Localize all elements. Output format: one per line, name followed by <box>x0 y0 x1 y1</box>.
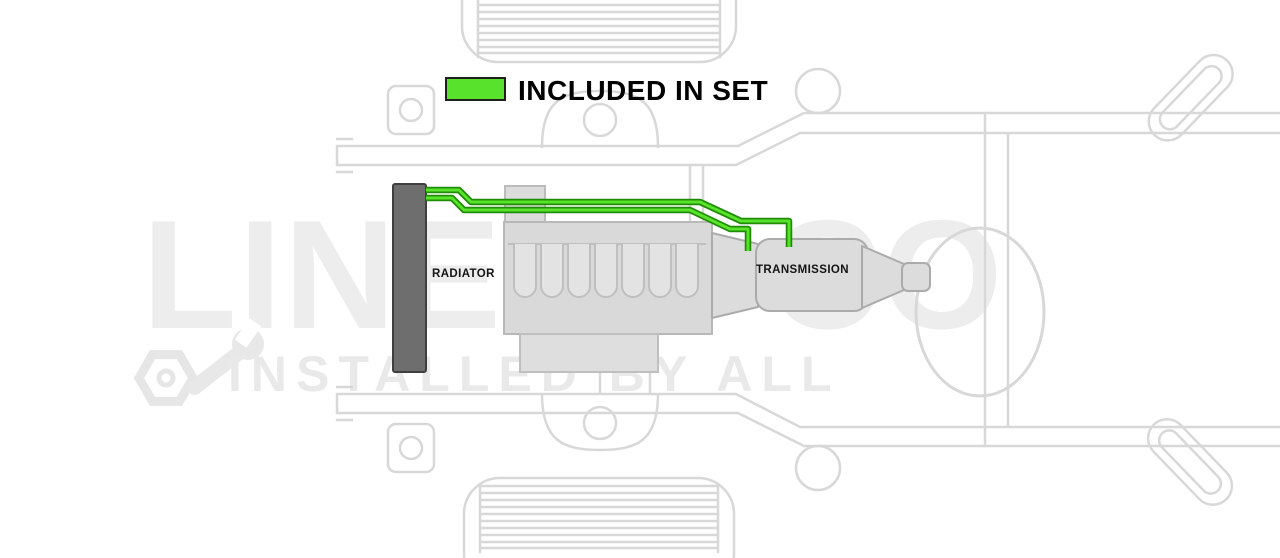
engine-cylinders <box>513 244 699 298</box>
tail-shaft <box>901 262 931 292</box>
legend-swatch <box>445 77 506 101</box>
transmission-label: TRANSMISSION <box>756 264 849 276</box>
bell-housing <box>711 232 759 319</box>
transmission <box>711 232 931 319</box>
radiator-label: RADIATOR <box>432 268 495 280</box>
frame-circle <box>914 226 1046 398</box>
tire-top <box>460 0 738 64</box>
wrench-icon <box>186 318 264 396</box>
chassis-frame <box>335 0 1280 558</box>
frame-rails <box>335 111 1280 448</box>
body-mount-ring-bottom <box>794 444 842 492</box>
spring-hanger-bottom <box>1146 418 1234 506</box>
spring-hanger-top <box>1147 53 1234 142</box>
crossmember-top <box>540 89 660 149</box>
body-mount-ring-top <box>794 67 842 115</box>
radiator <box>392 183 427 373</box>
legend: INCLUDED IN SET <box>445 75 768 106</box>
crossmember-bottom <box>540 392 660 452</box>
oil-pan <box>519 333 659 373</box>
nut-icon <box>133 350 199 406</box>
front-bracket-top <box>386 84 436 136</box>
transmission-cooler-lines <box>426 186 793 251</box>
cooler-line-lower <box>426 196 750 251</box>
engine-block <box>503 185 713 373</box>
tire-bottom <box>462 476 736 558</box>
cooler-line-upper <box>426 188 791 247</box>
front-bracket-bottom <box>386 422 436 474</box>
watermark-brand-left: LINE <box>142 188 503 361</box>
legend-label: INCLUDED IN SET <box>518 75 768 106</box>
